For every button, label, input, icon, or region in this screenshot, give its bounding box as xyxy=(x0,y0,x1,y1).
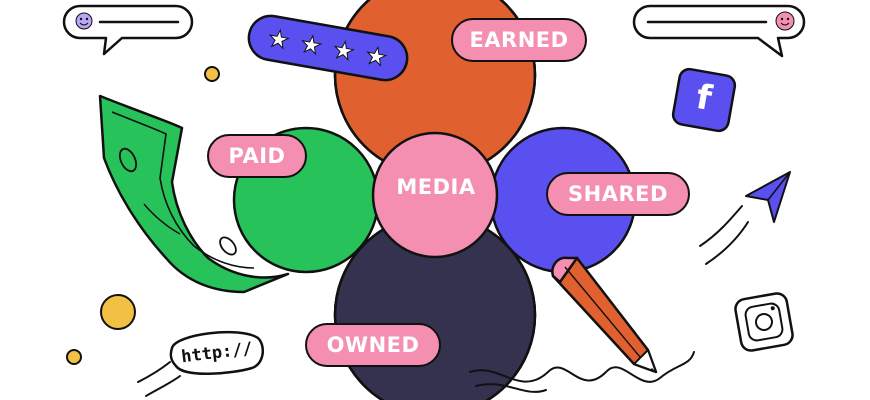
coin-icon xyxy=(204,66,220,82)
instagram-icon xyxy=(734,292,794,352)
coin-icon xyxy=(66,349,82,365)
motion-line xyxy=(137,361,171,383)
star-icon: ★ xyxy=(266,24,292,55)
banknote-icon xyxy=(98,94,290,294)
facebook-letter: f xyxy=(693,77,715,119)
avatar-icon xyxy=(775,11,795,31)
speech-bubble-right xyxy=(632,4,806,58)
star-icon: ★ xyxy=(331,35,357,66)
media-circle xyxy=(371,131,499,259)
motion-line xyxy=(145,375,181,397)
facebook-icon xyxy=(671,67,737,133)
coin-icon xyxy=(100,294,136,330)
star-icon: ★ xyxy=(363,41,389,72)
earned-label: EARNED xyxy=(451,18,587,62)
scribble-line xyxy=(469,351,695,383)
rating-stars: ★ ★ ★ ★ xyxy=(247,14,409,82)
avatar-icon xyxy=(75,12,93,30)
pencil-icon xyxy=(551,256,658,374)
scribble-line xyxy=(475,383,547,393)
url-badge xyxy=(169,330,265,375)
owned-label: OWNED xyxy=(305,323,441,367)
media-label: MEDIA xyxy=(396,175,476,199)
speech-bubble-left xyxy=(62,4,194,56)
paid-label: PAID xyxy=(207,134,307,178)
paper-plane-icon xyxy=(699,171,791,265)
shared-label: SHARED xyxy=(546,172,690,216)
star-icon: ★ xyxy=(298,29,324,60)
